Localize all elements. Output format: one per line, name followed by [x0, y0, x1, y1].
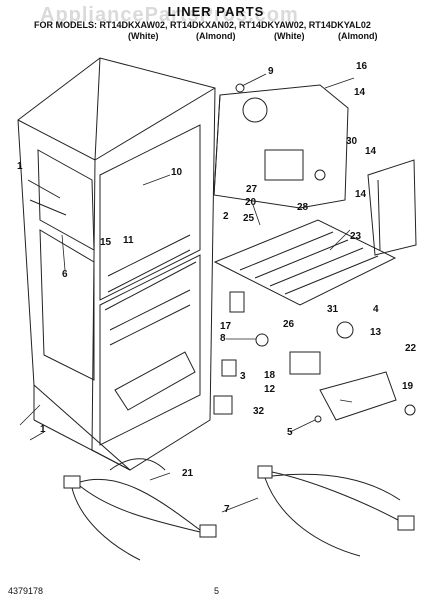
callout-2: 2: [223, 211, 229, 222]
callout-10: 10: [171, 167, 183, 178]
callout-23: 23: [350, 231, 362, 242]
lamp-17: [255, 333, 269, 347]
callout-22: 22: [405, 343, 417, 354]
document-number: 4379178: [8, 586, 44, 596]
callout-27: 27: [246, 184, 258, 195]
callout-17: 17: [220, 321, 232, 332]
color-label-1: (White): [128, 31, 159, 41]
callout-19: 19: [402, 381, 414, 392]
callout-14c: 14: [355, 189, 367, 200]
callout-7: 7: [224, 504, 230, 515]
callout-30: 30: [346, 136, 358, 147]
callout-18: 18: [264, 370, 276, 381]
callout-1-top: 1: [17, 161, 23, 172]
diagram-title: LINER PARTS: [167, 4, 265, 19]
part-4: [336, 321, 354, 339]
wire-harness-21: [63, 458, 217, 561]
callout-32: 32: [253, 406, 265, 417]
liner-cabinet: [17, 57, 216, 471]
rear-control-panel: [213, 84, 349, 209]
callout-5: 5: [287, 427, 293, 438]
callout-12: 12: [264, 384, 276, 395]
part-19: [404, 404, 416, 416]
part-9: [235, 83, 245, 93]
evaporator-cover: [367, 159, 417, 256]
page-number: 5: [214, 586, 220, 596]
callout-20: 20: [245, 197, 257, 208]
models-line: FOR MODELS: RT14DKXAW02, RT14DKXAN02, RT…: [34, 20, 371, 30]
wire-harness-7: [257, 465, 415, 557]
leader-lines: [19, 73, 355, 513]
callout-16: 16: [356, 61, 368, 72]
callout-11: 11: [123, 235, 134, 246]
callout-28: 28: [297, 202, 309, 213]
callout-31: 31: [327, 304, 339, 315]
freezer-shelf: [213, 219, 397, 306]
callout-13: 13: [370, 327, 382, 338]
callout-4: 4: [373, 304, 379, 315]
callout-8: 8: [220, 333, 226, 344]
callout-21: 21: [182, 468, 194, 479]
part-3: [221, 359, 237, 377]
bracket-12: [319, 371, 397, 421]
callout-9: 9: [268, 66, 274, 77]
screw-5: [314, 415, 322, 423]
callout-15: 15: [100, 237, 112, 248]
color-label-3: (White): [274, 31, 305, 41]
color-label-4: (Almond): [338, 31, 378, 41]
part-28: [314, 169, 326, 181]
part-26: [229, 291, 245, 313]
callout-14b: 14: [365, 146, 377, 157]
part-18: [289, 351, 321, 375]
callout-26: 26: [283, 319, 295, 330]
callout-25: 25: [243, 213, 255, 224]
callout-1: 1: [40, 424, 46, 435]
color-label-2: (Almond): [196, 31, 236, 41]
callout-3: 3: [240, 371, 246, 382]
callout-6: 6: [62, 269, 68, 280]
callout-14: 14: [354, 87, 366, 98]
part-32: [213, 395, 233, 415]
